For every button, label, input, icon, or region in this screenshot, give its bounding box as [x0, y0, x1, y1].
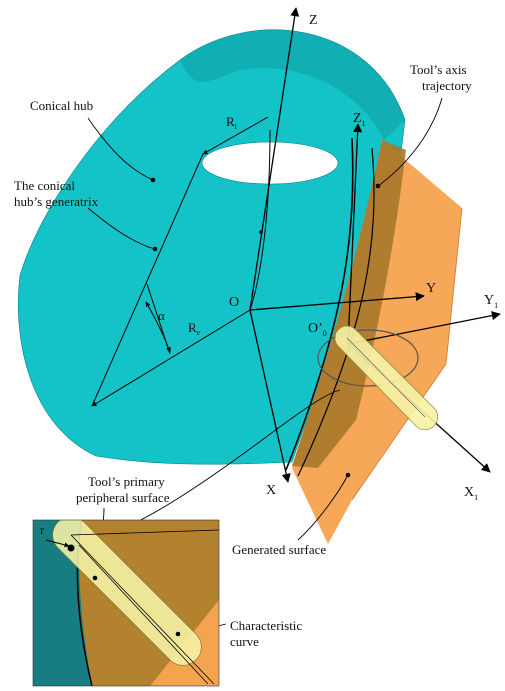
- label-alpha: α: [158, 308, 165, 323]
- hub-meridian: [249, 129, 271, 311]
- label-re: Re: [188, 320, 201, 337]
- inset-frame: [32, 519, 220, 687]
- axes-oxyz: Z Y X O: [229, 7, 436, 498]
- label-y: Y: [426, 281, 436, 296]
- generated-surface: [292, 140, 463, 544]
- label-r: r: [40, 522, 45, 537]
- edge-curve: [297, 147, 375, 477]
- label-tool-axis-1: Tool’s axis: [410, 62, 467, 77]
- x-axis: [249, 309, 291, 483]
- label-y1: Y1: [484, 293, 498, 310]
- label-o: O: [229, 295, 239, 310]
- label-primary-2: peripheral surface: [76, 490, 170, 505]
- label-generatrix-2: hub’s generatrix: [14, 194, 99, 209]
- label-tool-axis-2: trajectory: [422, 78, 472, 93]
- radius-r-arrow: [45, 539, 70, 548]
- callout-conical-hub: [87, 117, 154, 181]
- label-generated-surface: Generated surface: [232, 542, 326, 557]
- z-axis: [249, 7, 300, 311]
- tool-main: [317, 325, 439, 431]
- inset-characteristic-line1: [70, 534, 215, 685]
- label-characteristic-1: Characteristic: [230, 618, 302, 633]
- generatrix-line: [91, 153, 204, 407]
- label-primary-1: Tool’s primary: [88, 474, 165, 489]
- callout-tool-axis: [377, 97, 443, 187]
- inset-characteristic-point: [175, 631, 181, 637]
- y1-axis: [347, 311, 501, 345]
- hub-geometry: [91, 116, 271, 407]
- surface-overlap-shade: [292, 140, 406, 468]
- axes-o0-x1y1z1: Z1 Y1 X1 O’0: [308, 111, 501, 502]
- inset-zoom: r: [32, 519, 220, 687]
- y-axis: [249, 292, 425, 311]
- tool-axis-trajectory: [285, 137, 354, 471]
- label-x: X: [266, 483, 276, 498]
- inset-ref-line: [70, 529, 219, 536]
- label-x1: X1: [464, 485, 478, 502]
- callout-generatrix: [87, 207, 156, 250]
- tool-contact-ellipse: [317, 329, 419, 387]
- inset-primary-point: [92, 575, 98, 581]
- label-conical-hub: Conical hub: [30, 98, 93, 113]
- hub-inner-shade: [180, 29, 405, 141]
- trajectory-curves: [285, 137, 375, 477]
- conical-hub: [17, 29, 406, 465]
- label-o0: O’0: [308, 321, 327, 338]
- z1-axis: [347, 123, 363, 345]
- label-z: Z: [309, 13, 318, 28]
- label-generatrix-1: The conical: [14, 178, 75, 193]
- inset-characteristic-line2: [78, 544, 209, 685]
- label-z1: Z1: [353, 111, 366, 128]
- radius-re-line: [91, 309, 251, 407]
- callout-generated: [297, 474, 349, 541]
- alpha-arc: [145, 301, 171, 353]
- radius-ri-line: [202, 116, 269, 155]
- label-ri: Ri: [226, 114, 238, 131]
- label-characteristic-2: curve: [230, 634, 259, 649]
